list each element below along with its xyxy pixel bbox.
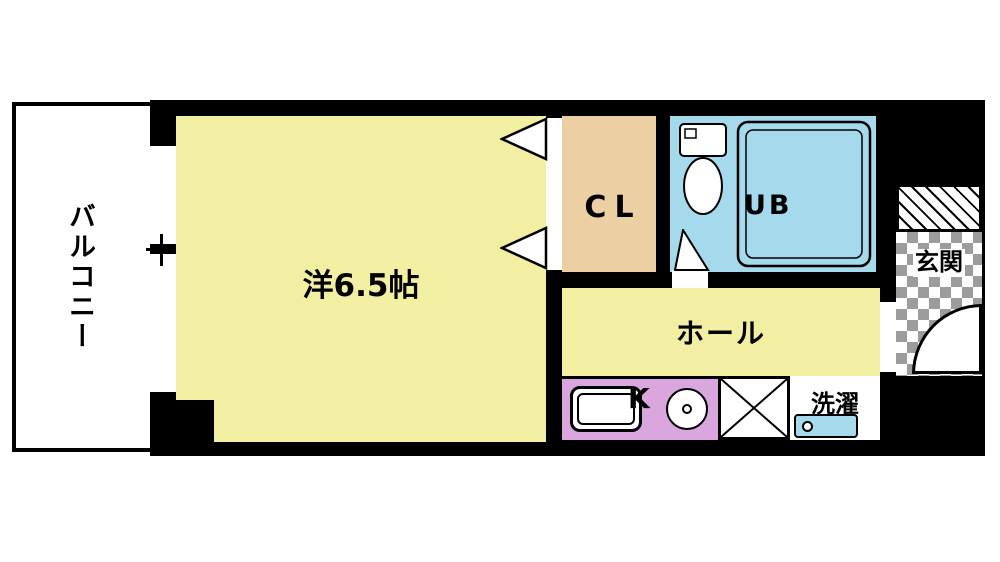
entrance-label: 玄関 bbox=[913, 248, 965, 277]
hall-label: ホール bbox=[675, 317, 766, 350]
bath-door-opening bbox=[672, 270, 708, 288]
closet-label: CL bbox=[584, 190, 642, 225]
bathtub-icon bbox=[736, 120, 872, 268]
closet-area: CL bbox=[562, 116, 656, 272]
kitchen-sink-basin bbox=[577, 393, 635, 425]
hatched-storage-area bbox=[896, 184, 982, 232]
kitchen-sink-icon bbox=[570, 386, 642, 432]
window-opening-upper bbox=[150, 146, 176, 244]
entrance-opening bbox=[880, 302, 896, 372]
western-room-label: 洋6.5帖 bbox=[302, 268, 420, 304]
stove-burner-icon bbox=[666, 388, 708, 430]
unit-bath-area: UB bbox=[670, 116, 876, 272]
kitchen-label: K bbox=[628, 382, 650, 415]
unit-bath-label: UB bbox=[744, 190, 793, 221]
toilet-icon bbox=[679, 123, 727, 215]
hall-area: ホール bbox=[562, 288, 880, 376]
laundry-label: 洗濯 bbox=[811, 390, 859, 418]
closet-door-opening bbox=[546, 118, 562, 270]
balcony-label: バルコニー bbox=[64, 202, 95, 352]
refrigerator-space bbox=[718, 376, 790, 440]
bath-door-swing-icon bbox=[674, 229, 710, 271]
stove-burner-center bbox=[682, 404, 692, 414]
window-opening-lower bbox=[150, 254, 176, 392]
door-swing-icon-lower bbox=[500, 226, 548, 270]
drain-icon bbox=[802, 421, 813, 432]
balcony-area: バルコニー bbox=[12, 102, 160, 452]
window-center-mark-horizontal bbox=[146, 248, 180, 251]
door-swing-icon-upper bbox=[500, 117, 548, 161]
washer-pan-icon bbox=[794, 414, 858, 438]
laundry-area: 洗濯 bbox=[790, 376, 880, 440]
cross-mark-icon bbox=[720, 378, 788, 438]
wall-notch bbox=[176, 400, 214, 442]
western-room-area: 洋6.5帖 bbox=[176, 116, 546, 442]
